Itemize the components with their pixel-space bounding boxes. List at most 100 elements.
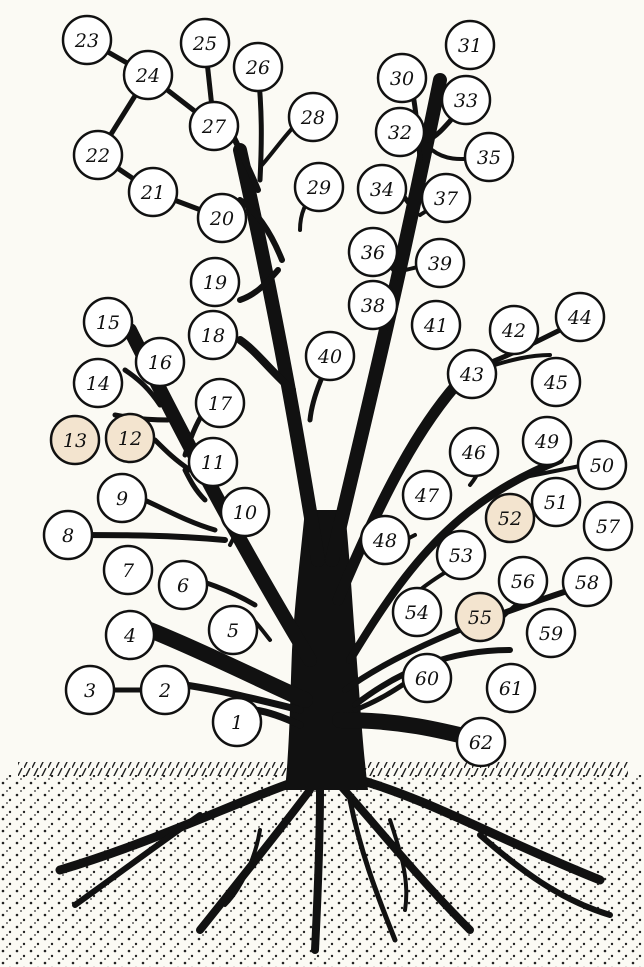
node-label: 31: [458, 35, 482, 57]
node-label: 47: [414, 485, 440, 507]
node-35: 35: [465, 133, 513, 181]
node-label: 23: [74, 30, 99, 52]
node-label: 61: [499, 678, 523, 700]
node-label: 5: [227, 620, 239, 642]
node-39: 39: [416, 239, 464, 287]
node-label: 2: [158, 680, 171, 702]
node-17: 17: [196, 379, 244, 427]
node-label: 34: [370, 179, 394, 201]
node-label: 56: [511, 571, 535, 593]
node-label: 28: [300, 107, 325, 129]
node-47: 47: [403, 471, 451, 519]
node-33: 33: [442, 76, 490, 124]
node-27: 27: [190, 102, 238, 150]
node-label: 41: [423, 315, 448, 337]
node-5: 5: [209, 606, 257, 654]
node-label: 13: [63, 430, 87, 452]
node-label: 54: [405, 602, 429, 624]
node-label: 27: [201, 116, 227, 138]
node-label: 48: [372, 530, 397, 552]
node-45: 45: [532, 358, 580, 406]
node-label: 9: [116, 488, 128, 510]
node-1: 1: [213, 698, 261, 746]
node-55: 55: [456, 593, 504, 641]
node-label: 44: [567, 307, 592, 329]
node-label: 12: [118, 428, 142, 450]
node-label: 22: [85, 145, 110, 167]
node-15: 15: [84, 298, 132, 346]
node-57: 57: [584, 502, 632, 550]
node-24: 24: [124, 51, 172, 99]
node-3: 3: [66, 666, 114, 714]
node-44: 44: [556, 293, 604, 341]
node-42: 42: [490, 306, 538, 354]
node-40: 40: [306, 332, 354, 380]
node-62: 62: [457, 718, 505, 766]
node-label: 14: [86, 373, 110, 395]
node-46: 46: [450, 428, 498, 476]
node-48: 48: [361, 516, 409, 564]
node-8: 8: [44, 511, 92, 559]
node-label: 58: [575, 572, 599, 594]
node-12: 12: [106, 414, 154, 462]
node-label: 35: [477, 147, 501, 169]
node-label: 4: [123, 625, 136, 647]
node-20: 20: [198, 194, 246, 242]
node-label: 6: [177, 575, 189, 597]
node-label: 7: [122, 560, 135, 582]
node-label: 60: [415, 668, 439, 690]
node-label: 57: [596, 516, 621, 538]
node-13: 13: [51, 416, 99, 464]
node-label: 46: [461, 442, 486, 464]
node-label: 11: [201, 452, 225, 474]
node-label: 19: [203, 272, 227, 294]
node-label: 53: [449, 545, 473, 567]
node-34: 34: [358, 165, 406, 213]
node-label: 40: [317, 346, 342, 368]
node-49: 49: [523, 417, 571, 465]
node-4: 4: [106, 611, 154, 659]
node-9: 9: [98, 474, 146, 522]
node-59: 59: [527, 609, 575, 657]
node-label: 1: [231, 712, 243, 734]
node-label: 15: [96, 312, 120, 334]
node-label: 52: [498, 508, 522, 530]
node-label: 29: [306, 177, 331, 199]
node-label: 18: [201, 325, 225, 347]
node-label: 20: [209, 208, 234, 230]
node-25: 25: [181, 19, 229, 67]
node-23: 23: [63, 16, 111, 64]
node-label: 55: [468, 607, 492, 629]
node-56: 56: [499, 557, 547, 605]
node-10: 10: [221, 488, 269, 536]
node-label: 36: [361, 242, 385, 264]
node-7: 7: [104, 546, 152, 594]
node-label: 50: [590, 455, 614, 477]
node-label: 26: [245, 57, 270, 79]
node-label: 62: [469, 732, 493, 754]
node-label: 3: [84, 680, 96, 702]
node-label: 16: [148, 352, 172, 374]
node-label: 24: [135, 65, 160, 87]
node-label: 39: [428, 253, 452, 275]
node-label: 38: [361, 295, 385, 317]
node-18: 18: [189, 311, 237, 359]
node-26: 26: [234, 43, 282, 91]
node-16: 16: [136, 338, 184, 386]
node-label: 42: [501, 320, 526, 342]
node-label: 32: [388, 122, 412, 144]
node-60: 60: [403, 654, 451, 702]
node-14: 14: [74, 359, 122, 407]
node-2: 2: [141, 666, 189, 714]
node-54: 54: [393, 588, 441, 636]
node-19: 19: [191, 258, 239, 306]
node-label: 30: [390, 68, 414, 90]
node-32: 32: [376, 108, 424, 156]
node-30: 30: [378, 54, 426, 102]
node-38: 38: [349, 281, 397, 329]
node-51: 51: [532, 478, 580, 526]
node-22: 22: [74, 131, 122, 179]
node-28: 28: [289, 93, 337, 141]
